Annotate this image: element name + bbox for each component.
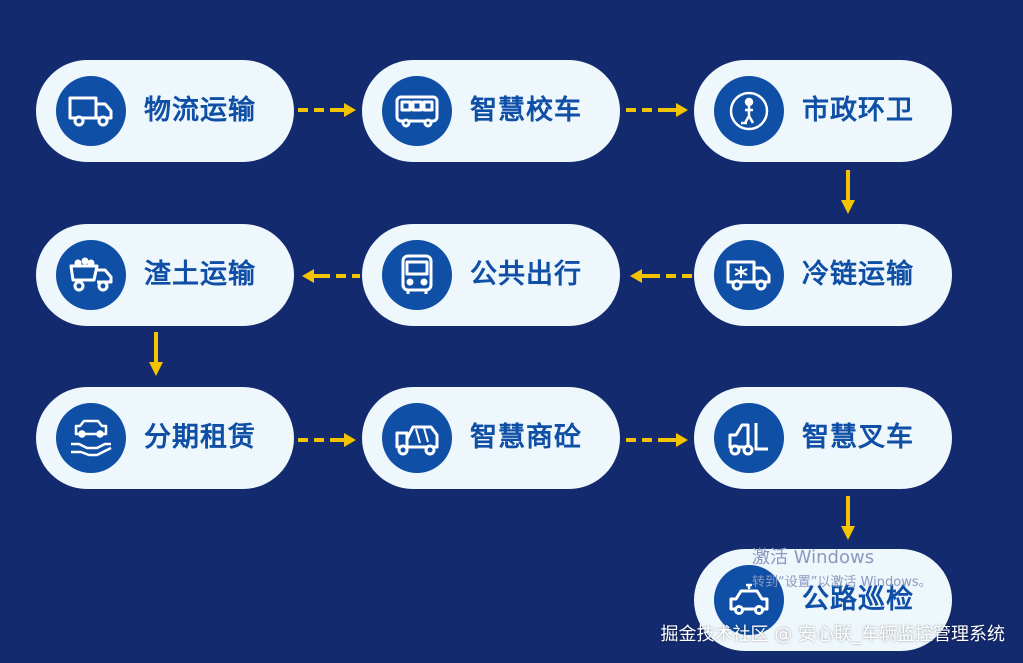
refrigerated-truck-icon bbox=[714, 240, 784, 310]
arrow-down bbox=[841, 170, 855, 214]
city-bus-icon bbox=[382, 240, 452, 310]
arrow-right bbox=[298, 103, 356, 117]
card-public-transit[interactable]: 公共出行 bbox=[362, 224, 620, 326]
arrow-right bbox=[626, 103, 688, 117]
card-label: 冷链运输 bbox=[802, 259, 914, 290]
card-ready-mix-concrete[interactable]: 智慧商砼 bbox=[362, 387, 620, 489]
card-installment-lease[interactable]: 分期租赁 bbox=[36, 387, 294, 489]
card-label: 智慧叉车 bbox=[802, 422, 914, 453]
arrow-right bbox=[298, 433, 356, 447]
card-label: 分期租赁 bbox=[144, 422, 256, 453]
card-label: 智慧校车 bbox=[470, 95, 582, 126]
forklift-icon bbox=[714, 403, 784, 473]
card-label: 市政环卫 bbox=[802, 95, 914, 126]
patrol-car-icon bbox=[714, 565, 784, 635]
activate-windows-subtitle: 转到“设置”以激活 Windows。 bbox=[752, 575, 932, 590]
card-smart-forklift[interactable]: 智慧叉车 bbox=[694, 387, 952, 489]
school-bus-icon bbox=[382, 76, 452, 146]
dump-truck-icon bbox=[56, 240, 126, 310]
activate-windows-title: 激活 Windows bbox=[752, 547, 875, 568]
card-cold-chain[interactable]: 冷链运输 bbox=[694, 224, 952, 326]
arrow-down bbox=[841, 496, 855, 540]
arrow-left bbox=[630, 269, 692, 283]
card-label: 智慧商砼 bbox=[470, 422, 582, 453]
car-in-hand-icon bbox=[56, 403, 126, 473]
card-label: 渣土运输 bbox=[144, 259, 256, 290]
arrow-right bbox=[626, 433, 688, 447]
source-credit: 掘金技术社区 @ 安心联_车辆监控管理系统 bbox=[660, 624, 1005, 645]
card-label: 公路巡检 bbox=[802, 584, 914, 615]
card-label: 物流运输 bbox=[144, 95, 256, 126]
card-highway-patrol[interactable]: 公路巡检 bbox=[694, 549, 952, 651]
card-label: 公共出行 bbox=[470, 259, 582, 290]
arrow-down bbox=[149, 332, 163, 376]
card-sanitation[interactable]: 市政环卫 bbox=[694, 60, 952, 162]
sanitation-worker-icon bbox=[714, 76, 784, 146]
card-muck-transport[interactable]: 渣土运输 bbox=[36, 224, 294, 326]
card-logistics[interactable]: 物流运输 bbox=[36, 60, 294, 162]
concrete-mixer-icon bbox=[382, 403, 452, 473]
arrow-left bbox=[302, 269, 360, 283]
card-school-bus[interactable]: 智慧校车 bbox=[362, 60, 620, 162]
truck-icon bbox=[56, 76, 126, 146]
